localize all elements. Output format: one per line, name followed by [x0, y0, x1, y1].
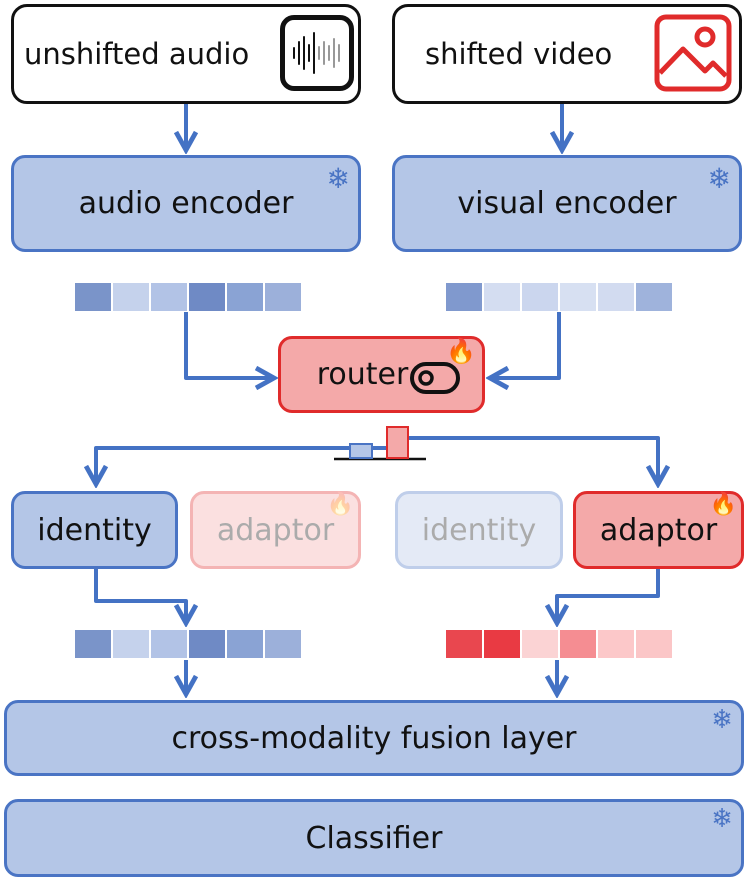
- arrow-video-features-to-router: [490, 312, 561, 378]
- token-cell: [522, 630, 560, 658]
- arrow-adaptor-to-tokens: [557, 569, 660, 623]
- token-cell: [636, 630, 674, 658]
- token-cell: [560, 283, 598, 311]
- snowflake-icon: ❄: [707, 162, 731, 195]
- audio-encoder-box: audio encoder ❄: [11, 155, 361, 252]
- audio-output-tokens: [75, 630, 303, 658]
- classifier-box: Classifier ❄: [4, 799, 744, 877]
- token-cell: [598, 283, 636, 311]
- video-adaptor-label: adaptor: [599, 512, 718, 548]
- audio-adaptor-box: adaptor 🔥: [190, 491, 361, 569]
- waveform-icon: [280, 15, 354, 91]
- snowflake-icon: ❄: [326, 162, 350, 195]
- audio-input-box: unshifted audio: [11, 4, 361, 104]
- video-output-tokens: [446, 630, 674, 658]
- audio-adaptor-label: adaptor: [216, 512, 335, 548]
- token-cell: [598, 630, 636, 658]
- token-cell: [446, 630, 484, 658]
- fusion-layer-box: cross-modality fusion layer ❄: [4, 700, 744, 776]
- snowflake-icon: ❄: [711, 804, 733, 834]
- toggle-icon: [410, 362, 460, 394]
- snowflake-icon: ❄: [711, 705, 733, 735]
- flame-icon: 🔥: [709, 492, 737, 517]
- image-icon: [654, 14, 732, 92]
- token-cell: [189, 283, 227, 311]
- audio-encoder-label: audio encoder: [78, 186, 294, 221]
- video-adaptor-box: adaptor 🔥: [573, 491, 744, 569]
- video-identity-box: identity: [395, 491, 563, 569]
- classifier-label: Classifier: [305, 820, 443, 856]
- token-cell: [227, 283, 265, 311]
- token-cell: [189, 630, 227, 658]
- token-cell: [265, 630, 303, 658]
- token-cell: [113, 630, 151, 658]
- flame-icon: 🔥: [326, 492, 354, 517]
- arrow-audio-features-to-router: [184, 312, 274, 378]
- video-feature-tokens: [446, 283, 674, 311]
- token-cell: [151, 630, 189, 658]
- token-cell: [227, 630, 265, 658]
- token-cell: [522, 283, 560, 311]
- adaptor-weight-bar: [386, 426, 409, 459]
- video-input-box: shifted video: [392, 4, 742, 104]
- audio-identity-label: identity: [37, 512, 152, 548]
- identity-weight-bar: [349, 443, 373, 459]
- audio-feature-tokens: [75, 283, 303, 311]
- flame-icon: 🔥: [446, 337, 476, 365]
- fusion-layer-label: cross-modality fusion layer: [171, 720, 577, 756]
- token-cell: [446, 283, 484, 311]
- audio-input-label: unshifted audio: [24, 37, 250, 71]
- token-cell: [75, 283, 113, 311]
- arrow-identity-to-tokens: [94, 569, 186, 623]
- token-cell: [636, 283, 674, 311]
- audio-identity-box: identity: [11, 491, 178, 569]
- token-cell: [560, 630, 598, 658]
- visual-encoder-label: visual encoder: [457, 186, 677, 221]
- token-cell: [113, 283, 151, 311]
- arrow-router-to-identity: [96, 446, 394, 484]
- router-box: router 🔥: [278, 336, 485, 413]
- token-cell: [484, 283, 522, 311]
- token-cell: [151, 283, 189, 311]
- token-cell: [265, 283, 303, 311]
- video-identity-label: identity: [421, 512, 537, 548]
- arrow-router-to-adaptor: [394, 436, 658, 484]
- token-cell: [484, 630, 522, 658]
- video-input-label: shifted video: [425, 37, 613, 71]
- router-label: router: [316, 357, 409, 392]
- token-cell: [75, 630, 113, 658]
- visual-encoder-box: visual encoder ❄: [392, 155, 742, 252]
